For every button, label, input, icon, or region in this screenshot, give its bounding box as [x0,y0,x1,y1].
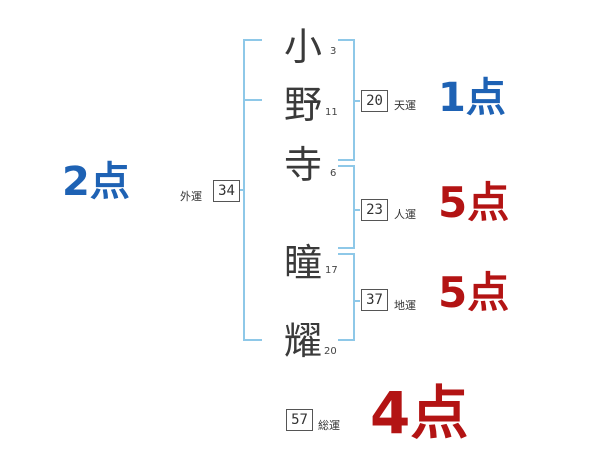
person-bracket [338,165,355,249]
name-char-2: 野 [284,83,323,127]
earth-fortune-value: 37 [361,289,388,311]
total-fortune-score: 4点 [370,379,469,447]
person-fortune-label: 人運 [394,208,416,221]
outer-fortune-value: 34 [213,180,240,202]
outer-bracket [243,39,262,341]
stroke-count-1: 3 [330,46,337,57]
stroke-count-4: 17 [325,265,338,276]
earth-fortune-label: 地運 [394,299,416,312]
heaven-fortune-label: 天運 [394,99,416,112]
stroke-count-2: 11 [325,107,338,118]
total-fortune-label: 総運 [318,419,340,432]
person-fortune-value: 23 [361,199,388,221]
stroke-count-3: 6 [330,168,337,179]
name-char-5: 耀 [284,319,323,363]
earth-fortune-score: 5点 [438,268,510,317]
name-char-1: 小 [284,25,323,69]
stroke-count-5: 20 [324,346,337,357]
heaven-fortune-score: 1点 [438,75,506,121]
outer-fortune-label: 外運 [180,190,202,203]
person-fortune-score: 5点 [438,178,510,227]
name-char-4: 瞳 [284,241,323,285]
earth-bracket [338,253,355,341]
outer-fortune-score: 2点 [62,159,130,205]
heaven-bracket [338,39,355,161]
heaven-fortune-value: 20 [361,90,388,112]
total-fortune-value: 57 [286,409,313,431]
name-char-3: 寺 [284,143,323,187]
